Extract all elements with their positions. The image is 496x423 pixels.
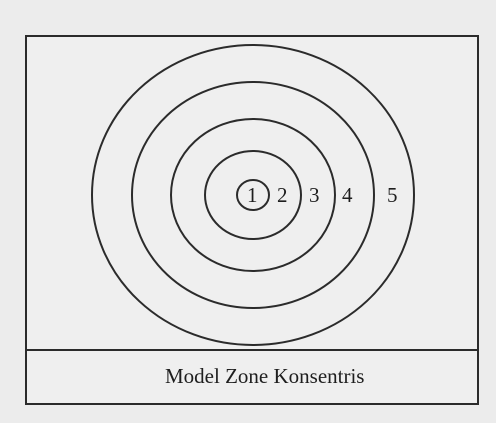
zone-label-2: 2 bbox=[277, 183, 288, 207]
zone-ring-5 bbox=[91, 44, 415, 346]
diagram-frame: 1 2 3 4 5 Model Zone Konsentris bbox=[25, 35, 479, 405]
zone-ring-1 bbox=[236, 179, 270, 211]
zone-ring-3 bbox=[170, 118, 336, 272]
concentric-zone-diagram: 1 2 3 4 5 bbox=[91, 44, 415, 346]
zone-ring-2 bbox=[204, 150, 302, 240]
zone-label-3: 3 bbox=[309, 183, 320, 207]
caption-divider bbox=[27, 349, 477, 351]
zone-ring-4 bbox=[131, 81, 375, 309]
zone-label-5: 5 bbox=[387, 183, 398, 207]
diagram-caption: Model Zone Konsentris bbox=[165, 364, 365, 388]
zone-label-4: 4 bbox=[342, 183, 353, 207]
zone-label-1: 1 bbox=[247, 183, 258, 207]
